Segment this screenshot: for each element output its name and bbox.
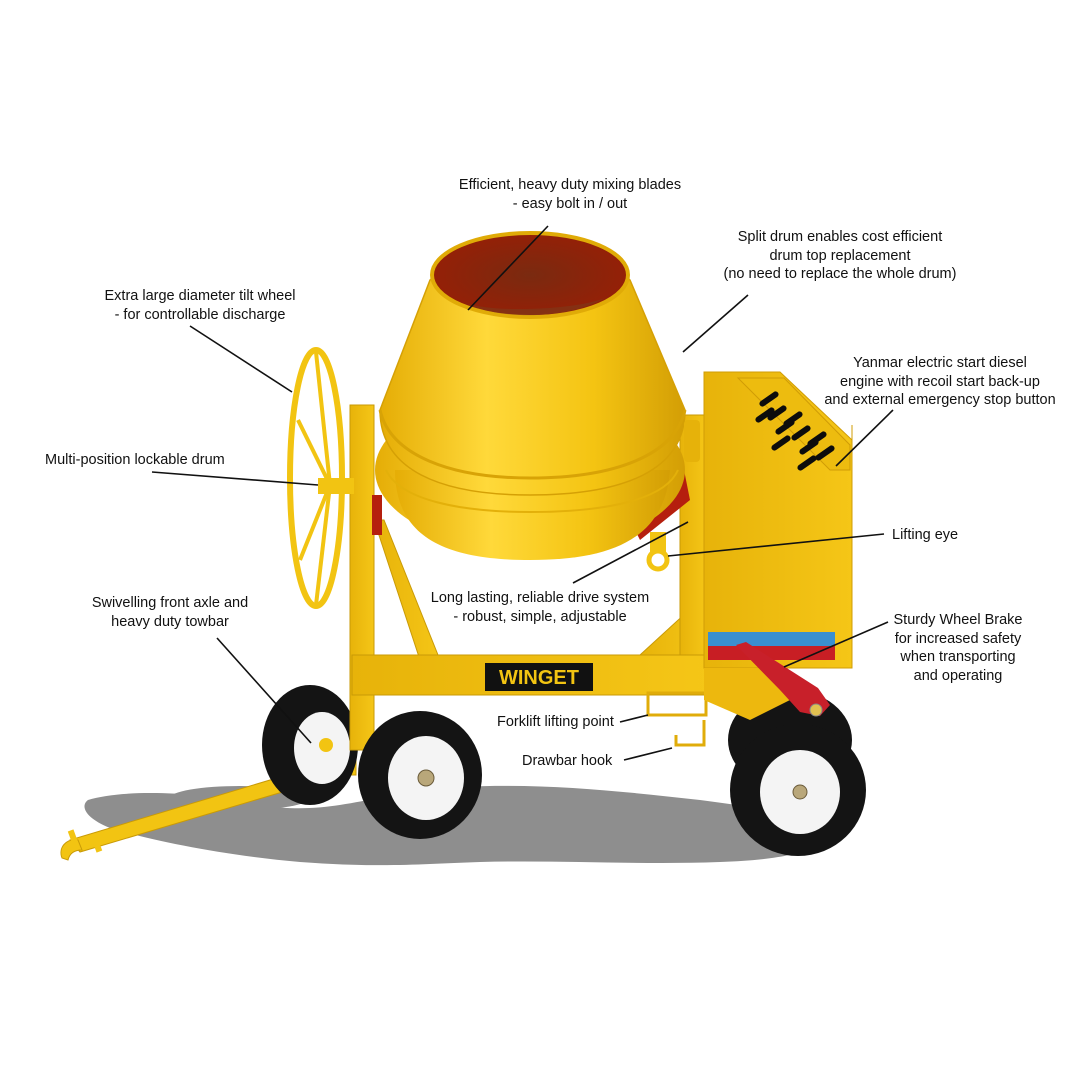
brand-badge: WINGET <box>485 663 593 691</box>
leader-lifting-eye <box>667 533 885 557</box>
callout-tilt-wheel: Extra large diameter tilt wheel - for co… <box>104 288 296 323</box>
tilt-wheel <box>287 347 354 609</box>
leader-forklift-point <box>619 714 649 723</box>
rear-wheel <box>730 724 866 856</box>
front-right-wheel <box>358 711 482 839</box>
wheel-brake-lever <box>736 642 830 717</box>
engine-vent-slots <box>755 391 835 471</box>
callout-wheel-brake: Sturdy Wheel Brake for increased safety … <box>893 612 1023 684</box>
front-left-wheel <box>262 685 358 805</box>
leader-front-axle <box>216 637 312 744</box>
lifting-eye <box>646 532 670 572</box>
leader-drawbar-hook <box>623 747 673 761</box>
mixer-drum <box>375 231 700 560</box>
leader-drive-system <box>572 521 689 584</box>
callout-lifting-eye: Lifting eye <box>892 527 959 543</box>
leader-tilt-wheel <box>189 325 293 393</box>
callout-engine: Yanmar electric start diesel engine with… <box>824 355 1056 408</box>
engine-housing <box>703 371 853 720</box>
leader-lines <box>151 225 894 761</box>
callout-drive-system: Long lasting, reliable drive system - ro… <box>430 590 650 625</box>
callout-mixing-blades: Efficient, heavy duty mixing blades - ea… <box>458 177 682 212</box>
brand-badge-text: WINGET <box>499 667 579 689</box>
leader-lockable-drum <box>151 471 319 486</box>
leader-mixing-blades <box>467 225 549 311</box>
leader-wheel-brake <box>783 621 889 668</box>
leader-split-drum <box>682 294 749 353</box>
callout-front-axle: Swivelling front axle and heavy duty tow… <box>91 595 249 630</box>
frame <box>349 404 713 751</box>
callout-drawbar-hook: Drawbar hook <box>522 753 613 769</box>
callout-lockable-drum: Multi-position lockable drum <box>45 452 225 468</box>
callout-split-drum: Split drum enables cost efficient drum t… <box>723 229 957 282</box>
callout-forklift-point: Forklift lifting point <box>497 714 614 730</box>
leader-engine <box>835 409 894 467</box>
